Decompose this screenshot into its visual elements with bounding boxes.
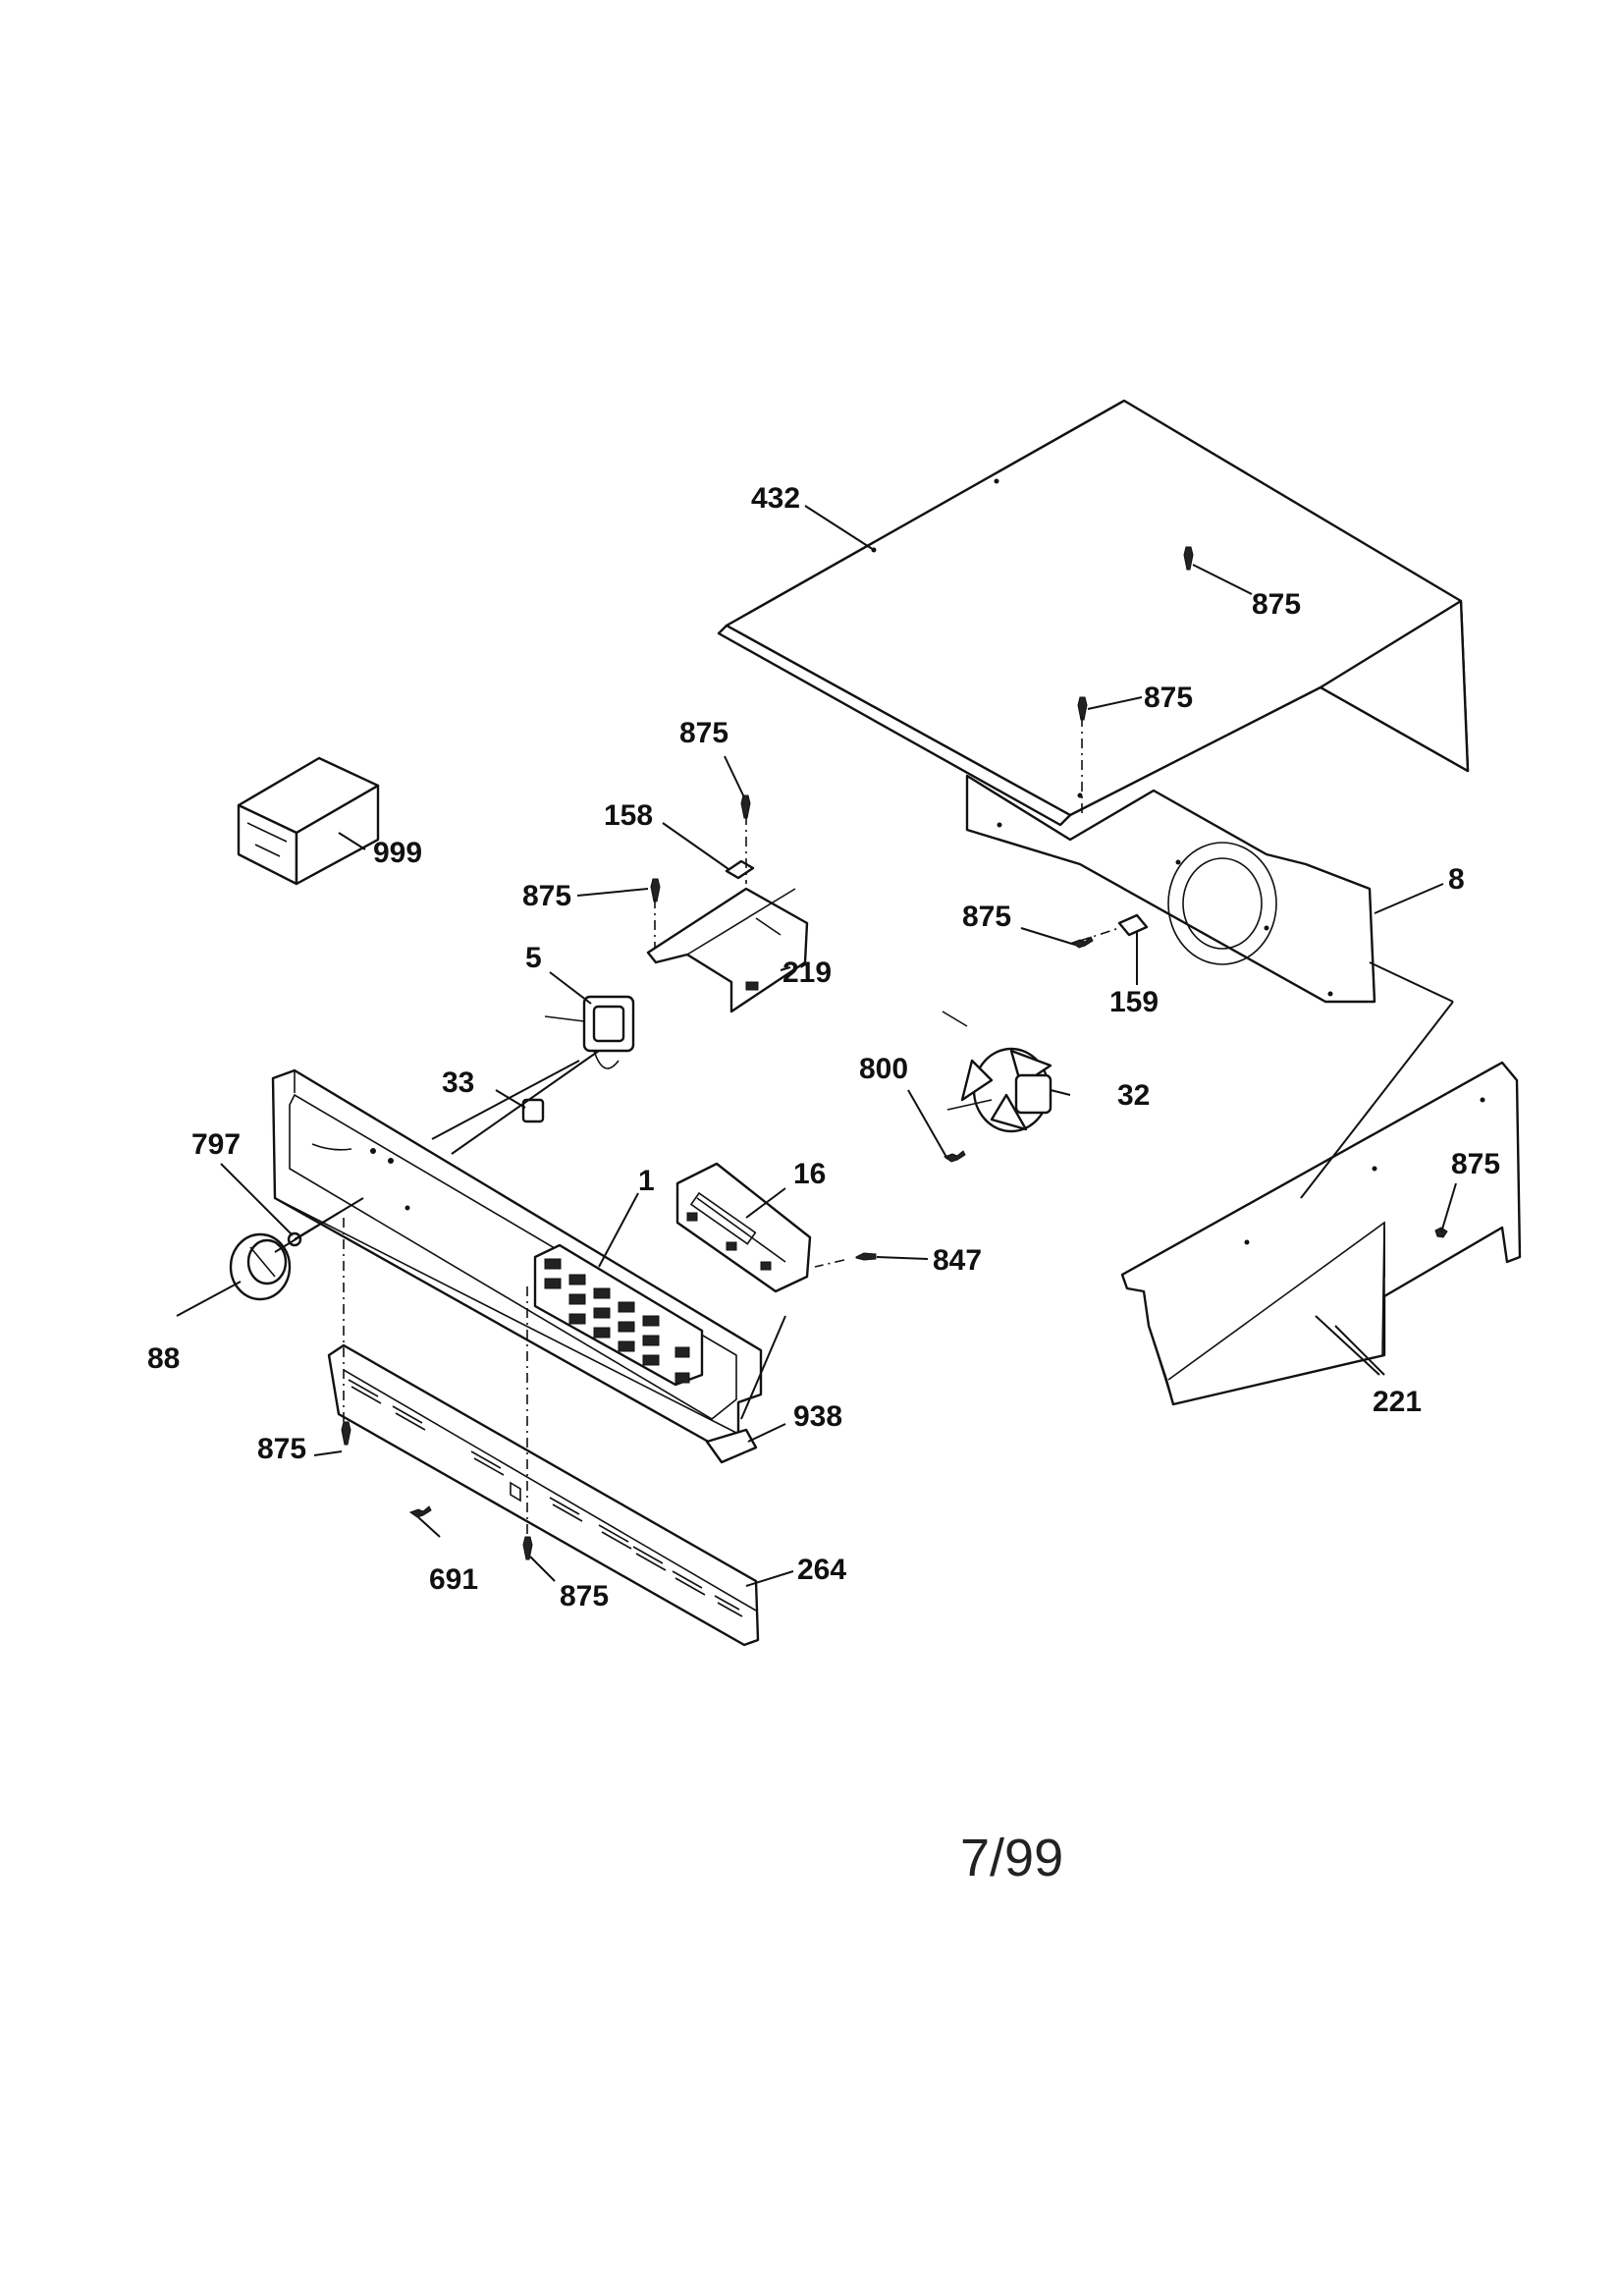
keypad-buttons: [544, 1258, 690, 1384]
callout-691: 691: [429, 1563, 478, 1596]
part-264-vent-trim: [327, 1343, 760, 1647]
screw-icon-fan: [943, 1150, 966, 1163]
callout-432: 432: [751, 482, 800, 515]
date-code: 7/99: [960, 1829, 1063, 1887]
callout-33: 33: [442, 1066, 474, 1099]
screw-icon-cover-mid: [1077, 696, 1088, 721]
callout-16: 16: [793, 1158, 826, 1190]
assembly-solid-lines: [274, 961, 1454, 1420]
part-159-clip: [1117, 913, 1149, 985]
screw-icon-cover-top: [1183, 546, 1194, 571]
callout-158: 158: [604, 799, 653, 832]
callout-847: 847: [933, 1244, 982, 1277]
part-938-end-cap: [705, 1428, 758, 1464]
screw-icon-bracket-left: [650, 878, 661, 902]
part-1-control-panel: [271, 1068, 763, 1446]
part-158-clip: [725, 859, 755, 880]
part-999-box: [237, 756, 380, 886]
screw-icon-trim-mid: [408, 1505, 432, 1518]
assembly-lines: [343, 717, 1120, 1537]
callout-800: 800: [859, 1053, 908, 1085]
callout-221: 221: [1373, 1386, 1422, 1418]
callout-5: 5: [525, 942, 542, 974]
part-432-top-cover: [717, 399, 1470, 827]
callout-219: 219: [782, 957, 832, 989]
screw-icon-board: [855, 1252, 877, 1261]
callout-875: 875: [522, 880, 571, 912]
screw-icon-trim-bottom: [522, 1536, 533, 1560]
part-32-fan-motor: [942, 1011, 1052, 1133]
part-219-bracket: [646, 887, 809, 1013]
callout-159: 159: [1109, 986, 1159, 1018]
part-221-side-panel: [1120, 1061, 1522, 1406]
callout-875: 875: [560, 1580, 609, 1613]
part-5-motor: [544, 995, 635, 1069]
callout-999: 999: [373, 837, 422, 869]
callout-leaders: [176, 505, 1457, 1587]
callout-875: 875: [679, 717, 728, 749]
callout-875: 875: [1451, 1148, 1500, 1180]
part-88-knob: [229, 1232, 292, 1301]
callout-875: 875: [1144, 682, 1193, 714]
vent-slots: [348, 1379, 743, 1617]
callout-875: 875: [257, 1433, 306, 1465]
callout-8: 8: [1448, 863, 1465, 896]
screw-icon-bracket-top: [740, 794, 751, 819]
callout-797: 797: [191, 1128, 241, 1161]
screw-icons: [341, 546, 1448, 1560]
callout-1: 1: [638, 1165, 655, 1197]
part-16-control-board: [675, 1162, 812, 1293]
part-33-switch: [521, 1098, 545, 1123]
callout-32: 32: [1117, 1079, 1150, 1112]
callout-875: 875: [1252, 588, 1301, 621]
callout-264: 264: [797, 1554, 846, 1586]
callout-labels: 432 875 875 875 158 875 999 8 875 159 21…: [147, 482, 1500, 1613]
callout-875: 875: [962, 901, 1011, 933]
callout-88: 88: [147, 1342, 180, 1375]
screw-icon-trim-left: [341, 1421, 351, 1446]
part-8-shroud: [965, 774, 1376, 1004]
screw-icon-shroud: [1070, 936, 1094, 949]
callout-938: 938: [793, 1400, 842, 1433]
